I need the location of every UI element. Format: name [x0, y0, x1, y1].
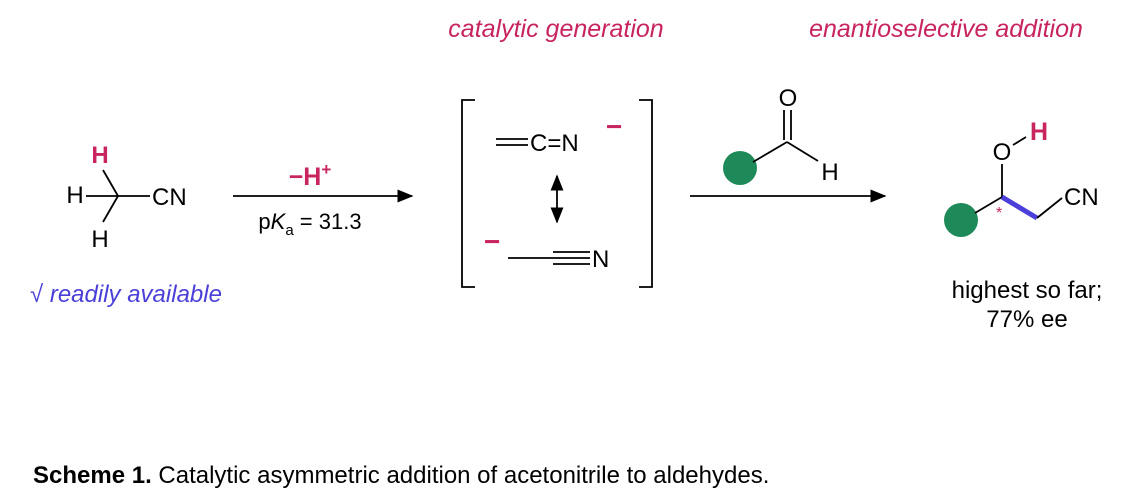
carbanion-charge: − — [484, 226, 500, 257]
new-cc-bond — [1000, 194, 1039, 221]
product-bond-o-h — [1012, 136, 1027, 146]
deprotonation-step: −H+ pKa = 31.3 — [233, 160, 414, 239]
acetonitrile-h-bottom: H — [91, 226, 108, 253]
result-line-2: 77% ee — [986, 306, 1067, 333]
intermediate-brackets: C=N − − N — [461, 99, 653, 288]
aldehyde-h: H — [821, 159, 838, 186]
aldehyde-o: O — [779, 85, 798, 112]
result-line-1: highest so far; — [952, 277, 1103, 304]
aldehyde-bond-r-c — [752, 141, 788, 163]
ketenimine-cn: C=N — [530, 130, 579, 157]
ketenimine-charge: − — [606, 111, 622, 142]
product-bond-ch2-cn — [1036, 197, 1063, 219]
product-structure: O H CN * highest so far; 77% ee — [944, 118, 1102, 333]
readily-available-note: √ readily available — [30, 281, 222, 308]
acetonitrile-h-top: H — [91, 142, 108, 169]
pka-label: pKa = 31.3 — [258, 209, 361, 239]
acetonitrile-structure: H H H CN — [66, 142, 186, 253]
product-green-circle — [944, 203, 978, 237]
aldehyde-reagent: O H — [690, 85, 887, 203]
header-catalytic-generation: catalytic generation — [448, 15, 663, 43]
minus-sign: − — [289, 163, 304, 191]
header-enantioselective-addition: enantioselective addition — [809, 15, 1083, 43]
product-cn: CN — [1064, 184, 1099, 211]
pka-value: = 31.3 — [294, 209, 362, 234]
product-bond-r-c — [974, 196, 1003, 214]
deprotonation-label: −H+ — [289, 160, 332, 191]
acetonitrile-h-left: H — [66, 182, 83, 209]
pka-k: K — [271, 209, 287, 234]
bond-c-h-bottom — [102, 195, 119, 223]
carbanion-n: N — [592, 246, 609, 273]
scheme-caption: Scheme 1. Catalytic asymmetric addition … — [33, 462, 769, 489]
product-h: H — [1030, 118, 1048, 146]
caption-text: Catalytic asymmetric addition of acetoni… — [152, 462, 770, 489]
aldehyde-bond-c-h — [786, 141, 819, 162]
bracket-left — [461, 99, 475, 288]
substituent-green-circle — [723, 151, 757, 185]
product-o: O — [993, 139, 1012, 166]
bond-c-h-top — [102, 169, 119, 197]
pka-sub: a — [285, 222, 294, 239]
caption-label: Scheme 1. — [33, 462, 152, 489]
proton-plus: + — [321, 160, 331, 179]
bracket-right — [639, 99, 653, 288]
proton-h: H — [303, 163, 321, 191]
stereocenter-mark: * — [996, 205, 1002, 222]
acetonitrile-cn: CN — [152, 184, 187, 211]
pka-p: p — [258, 209, 270, 234]
